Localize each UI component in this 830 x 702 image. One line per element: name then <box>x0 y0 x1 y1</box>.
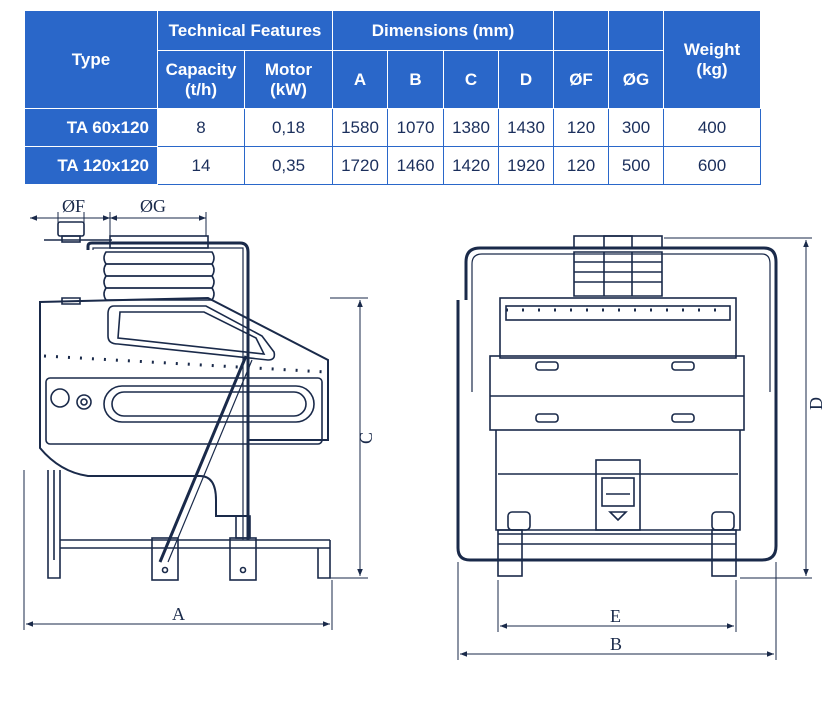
side-view <box>39 221 331 581</box>
row-a: 1580 <box>332 108 388 147</box>
front-dimensions <box>457 237 812 660</box>
side-dimensions <box>23 212 368 630</box>
weight-header-label: Weight <box>683 39 741 59</box>
type-header: Type <box>24 10 158 109</box>
col-b-header: B <box>387 50 444 109</box>
col-g-header: ØG <box>608 50 665 109</box>
label-b: B <box>610 634 622 654</box>
col-c-header: C <box>443 50 499 109</box>
row-capacity: 14 <box>157 146 245 185</box>
row-g: 500 <box>608 146 665 185</box>
col-d-header: D <box>497 50 555 109</box>
motor-header: Motor (kW) <box>244 50 333 109</box>
row-weight: 400 <box>663 108 762 147</box>
row-weight: 600 <box>663 146 762 185</box>
row-c: 1420 <box>443 146 499 185</box>
row-b: 1070 <box>387 108 444 147</box>
row-capacity: 8 <box>157 108 245 147</box>
label-c: C <box>356 432 376 444</box>
motor-header-unit: (kW) <box>270 79 307 99</box>
row-b: 1460 <box>387 146 444 185</box>
label-f: ØF <box>62 196 85 216</box>
capacity-header-unit: (t/h) <box>184 79 218 99</box>
label-a: A <box>172 604 185 624</box>
col-a-header: A <box>332 50 388 109</box>
row-f: 120 <box>553 108 610 147</box>
capacity-header-label: Capacity <box>165 59 237 79</box>
row-d: 1920 <box>497 146 555 185</box>
spec-table: Type Technical Features Dimensions (mm) … <box>24 10 762 185</box>
front-view <box>456 235 778 577</box>
bellows <box>103 251 215 301</box>
row-f: 120 <box>553 146 610 185</box>
label-g: ØG <box>140 196 166 216</box>
weight-header: Weight (kg) <box>663 10 762 109</box>
col-f-header: ØF <box>553 50 610 109</box>
row-c: 1380 <box>443 108 499 147</box>
table-row: TA 120x120 14 0,35 1720 1460 1420 1920 1… <box>24 146 762 185</box>
row-g: 300 <box>608 108 665 147</box>
capacity-header: Capacity (t/h) <box>157 50 245 109</box>
front-bellows <box>573 251 663 297</box>
table-row: TA 60x120 8 0,18 1580 1070 1380 1430 120… <box>24 108 762 147</box>
motor-header-label: Motor <box>264 59 313 79</box>
row-d: 1430 <box>497 108 555 147</box>
label-d: D <box>806 397 826 410</box>
weight-header-unit: (kg) <box>696 59 728 79</box>
row-type: TA 120x120 <box>24 146 158 185</box>
row-motor: 0,35 <box>244 146 333 185</box>
label-e: E <box>610 606 621 626</box>
